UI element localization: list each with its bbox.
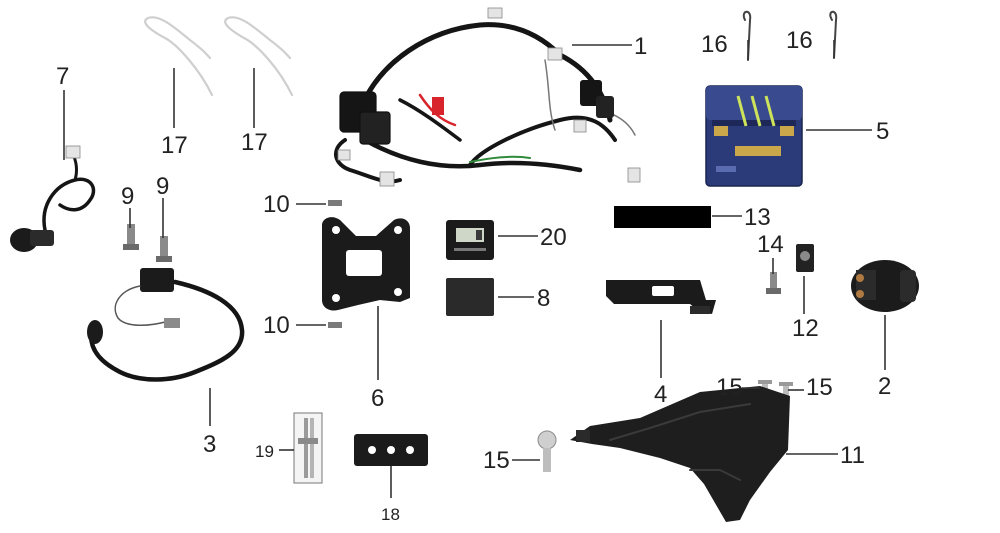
callout-17-right: 17 xyxy=(241,129,268,156)
leader-lines xyxy=(63,40,886,498)
callout-20: 20 xyxy=(540,224,567,251)
ignition-switch-icon xyxy=(10,145,96,252)
callout-9-right: 9 xyxy=(156,173,169,200)
callout-10-top: 10 xyxy=(263,191,290,218)
hour-meter-icon xyxy=(446,220,494,260)
battery-box-icon xyxy=(606,280,716,314)
bolt-icon xyxy=(123,224,172,262)
callout-6: 6 xyxy=(371,385,384,412)
callout-4: 4 xyxy=(654,381,667,408)
callout-13: 13 xyxy=(744,204,771,231)
screw-icon xyxy=(537,380,793,472)
holder-plate-icon xyxy=(354,434,428,466)
callout-labels: 1 2 3 4 5 6 7 8 9 9 10 10 11 12 13 14 15… xyxy=(56,27,891,524)
callout-5: 5 xyxy=(876,118,889,145)
callout-18: 18 xyxy=(381,505,400,524)
callout-12: 12 xyxy=(792,315,819,342)
rear-fender-cover-icon xyxy=(570,386,790,522)
ignition-coil-icon xyxy=(87,268,245,382)
fuse-clip-icon xyxy=(742,10,838,61)
callout-2: 2 xyxy=(878,373,891,400)
redaction-bar xyxy=(614,206,711,228)
mounting-bracket-icon xyxy=(322,217,410,311)
callout-10-bottom: 10 xyxy=(263,312,290,339)
callout-16-right: 16 xyxy=(786,27,813,54)
screw-icon xyxy=(328,200,342,328)
callout-15-bottom: 15 xyxy=(483,447,510,474)
callout-1: 1 xyxy=(634,33,647,60)
callout-17-left: 17 xyxy=(161,132,188,159)
callout-19: 19 xyxy=(255,442,274,461)
callout-11: 11 xyxy=(840,442,865,469)
cable-tie-icon xyxy=(144,16,294,97)
callout-3: 3 xyxy=(203,431,216,458)
callout-7: 7 xyxy=(56,63,69,90)
rubber-pad-icon xyxy=(446,278,494,316)
clip-nut-icon xyxy=(796,244,814,272)
wiring-harness-icon xyxy=(334,7,641,187)
battery-icon xyxy=(705,85,803,187)
callout-15-right: 15 xyxy=(806,374,833,401)
starter-relay-icon xyxy=(851,260,919,312)
bolt-icon xyxy=(766,272,781,294)
fuse-icon xyxy=(293,412,323,484)
callout-15-left: 15 xyxy=(716,374,743,401)
callout-9-left: 9 xyxy=(121,183,134,210)
callout-16-left: 16 xyxy=(701,31,728,58)
callout-8: 8 xyxy=(537,285,550,312)
callout-14: 14 xyxy=(757,231,784,258)
